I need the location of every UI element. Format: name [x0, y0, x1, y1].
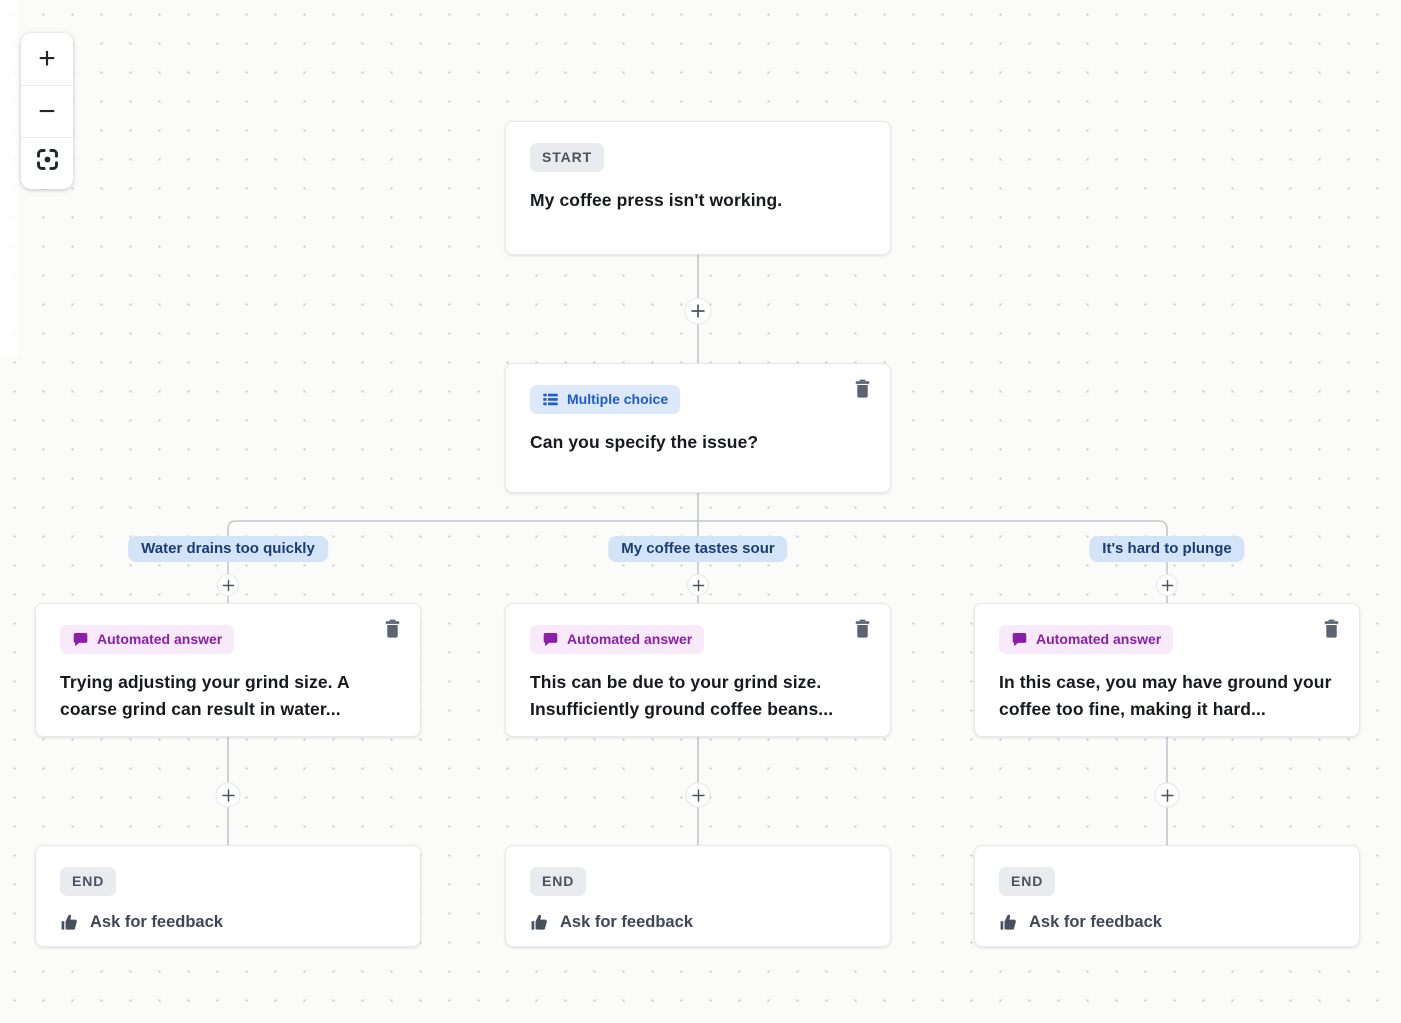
add-step-button[interactable] [684, 297, 712, 325]
thumbs-up-icon [530, 913, 549, 932]
delete-node-button[interactable] [851, 378, 873, 402]
multiple-choice-node[interactable]: Multiple choice Can you specify the issu… [505, 363, 891, 493]
end-node[interactable]: END Ask for feedback [974, 845, 1360, 947]
multiple-choice-badge: Multiple choice [530, 385, 681, 414]
start-node-title: My coffee press isn't working. [530, 189, 783, 210]
delete-node-button[interactable] [1320, 618, 1342, 642]
add-step-button[interactable] [1154, 782, 1180, 808]
zoom-in-button[interactable]: + [21, 33, 73, 85]
branch-label-water-drains[interactable]: Water drains too quickly [128, 536, 328, 562]
thumbs-up-icon [999, 913, 1018, 932]
automated-answer-text: This can be due to your grind size. Insu… [530, 671, 834, 720]
automated-answer-badge: Automated answer [999, 625, 1174, 654]
automated-answer-badge: Automated answer [60, 625, 235, 654]
delete-node-button[interactable] [851, 618, 873, 642]
delete-node-button[interactable] [381, 618, 403, 642]
multiple-choice-title: Can you specify the issue? [530, 431, 759, 452]
automated-answer-node[interactable]: Automated answer Trying adjusting your g… [35, 603, 421, 737]
add-step-button[interactable] [687, 574, 709, 596]
automated-answer-text: Trying adjusting your grind size. A coar… [60, 671, 350, 720]
end-badge: END [60, 867, 117, 896]
start-badge: START [530, 143, 605, 172]
fit-view-button[interactable] [21, 137, 73, 189]
trash-icon [853, 618, 872, 642]
trash-icon [383, 618, 402, 642]
fit-view-icon [34, 146, 61, 181]
chat-bubble-icon [1011, 631, 1028, 648]
automated-answer-badge-label: Automated answer [1036, 631, 1162, 647]
multiple-choice-badge-label: Multiple choice [567, 391, 669, 407]
add-step-button[interactable] [1156, 574, 1178, 596]
list-icon [542, 391, 559, 408]
trash-icon [853, 378, 872, 402]
zoom-controls: + − [21, 33, 73, 189]
add-step-button[interactable] [215, 782, 241, 808]
minus-icon: − [38, 94, 56, 128]
plus-icon: + [38, 42, 56, 75]
end-action-label: Ask for feedback [90, 912, 223, 931]
automated-answer-node[interactable]: Automated answer This can be due to your… [505, 603, 891, 737]
chat-bubble-icon [542, 631, 559, 648]
trash-icon [1322, 618, 1341, 642]
automated-answer-node[interactable]: Automated answer In this case, you may h… [974, 603, 1360, 737]
branch-label-hard-to-plunge[interactable]: It's hard to plunge [1089, 536, 1245, 562]
start-node[interactable]: START My coffee press isn't working. [505, 121, 891, 255]
add-step-button[interactable] [217, 574, 239, 596]
end-badge: END [999, 867, 1056, 896]
canvas-left-gutter [0, 0, 18, 356]
automated-answer-badge-label: Automated answer [97, 631, 223, 647]
end-badge: END [530, 867, 587, 896]
chat-bubble-icon [72, 631, 89, 648]
end-node[interactable]: END Ask for feedback [505, 845, 891, 947]
end-action-label: Ask for feedback [1029, 912, 1162, 931]
branch-label-tastes-sour[interactable]: My coffee tastes sour [608, 536, 788, 562]
automated-answer-badge-label: Automated answer [567, 631, 693, 647]
zoom-out-button[interactable]: − [21, 85, 73, 137]
add-step-button[interactable] [685, 782, 711, 808]
end-action-label: Ask for feedback [560, 912, 693, 931]
thumbs-up-icon [60, 913, 79, 932]
end-node[interactable]: END Ask for feedback [35, 845, 421, 947]
automated-answer-badge: Automated answer [530, 625, 705, 654]
automated-answer-text: In this case, you may have ground your c… [999, 671, 1332, 720]
